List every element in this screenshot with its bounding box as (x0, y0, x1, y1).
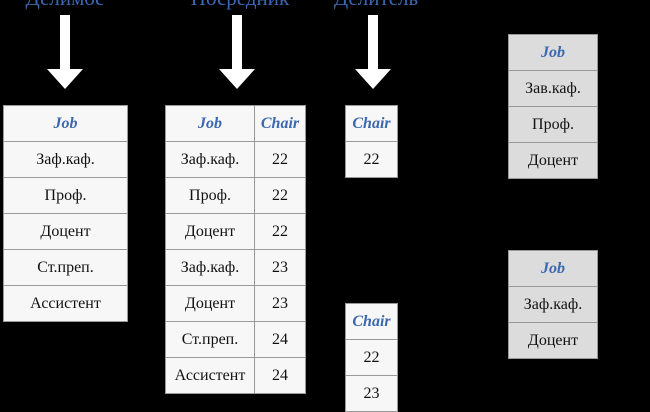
table-row: Проф.22 (165, 177, 306, 214)
cell: 22 (345, 339, 398, 376)
cell: Заф.каф. (508, 286, 598, 323)
header-job: Job (165, 105, 255, 142)
cell: 24 (254, 321, 306, 358)
dividend-table: Job Заф.каф. Проф. Доцент Ст.преп. Ассис… (3, 105, 128, 322)
cell: Заф.каф. (165, 141, 255, 178)
cell: Доцент (165, 213, 255, 250)
cell: Доцент (508, 322, 598, 359)
cell: Проф. (508, 106, 598, 143)
cell: Заф.каф. (3, 141, 128, 178)
divisor-table-2: Chair 22 23 (345, 303, 398, 412)
cell: Ст.преп. (3, 249, 128, 286)
result-table-1: Job Зав.каф. Проф. Доцент (508, 34, 598, 179)
cell: 22 (254, 213, 306, 250)
header-chair: Chair (345, 303, 398, 340)
header-job: Job (3, 105, 128, 142)
cell: Зав.каф. (508, 70, 598, 107)
cell: 22 (254, 141, 306, 178)
header-job: Job (508, 250, 598, 287)
arrow-down-icon (47, 15, 83, 89)
header-job: Job (508, 34, 598, 71)
cell: 22 (254, 177, 306, 214)
table-row: Ст.преп.24 (165, 321, 306, 358)
cell: Проф. (3, 177, 128, 214)
cell: 23 (254, 249, 306, 286)
table-row: Заф.каф.22 (165, 141, 306, 178)
header-chair: Chair (254, 105, 306, 142)
label-dividend: Делимое (26, 0, 105, 11)
cell: Доцент (165, 285, 255, 322)
cell: 22 (345, 141, 398, 178)
cell: Доцент (3, 213, 128, 250)
cell: Ст.преп. (165, 321, 255, 358)
arrow-down-icon (355, 15, 391, 89)
cell: 23 (254, 285, 306, 322)
header-chair: Chair (345, 105, 398, 142)
cell: 23 (345, 375, 398, 412)
divisor-table-1: Chair 22 (345, 105, 398, 178)
cell: Заф.каф. (165, 249, 255, 286)
result-table-2: Job Заф.каф. Доцент (508, 250, 598, 359)
cell: Ассистент (165, 357, 255, 394)
arrow-down-icon (219, 15, 255, 89)
cell: Доцент (508, 142, 598, 179)
label-divisor: Делитель (334, 0, 418, 11)
table-row: Заф.каф.23 (165, 249, 306, 286)
label-mediator: Посредник (191, 0, 289, 11)
cell: 24 (254, 357, 306, 394)
cell: Ассистент (3, 285, 128, 322)
cell: Проф. (165, 177, 255, 214)
